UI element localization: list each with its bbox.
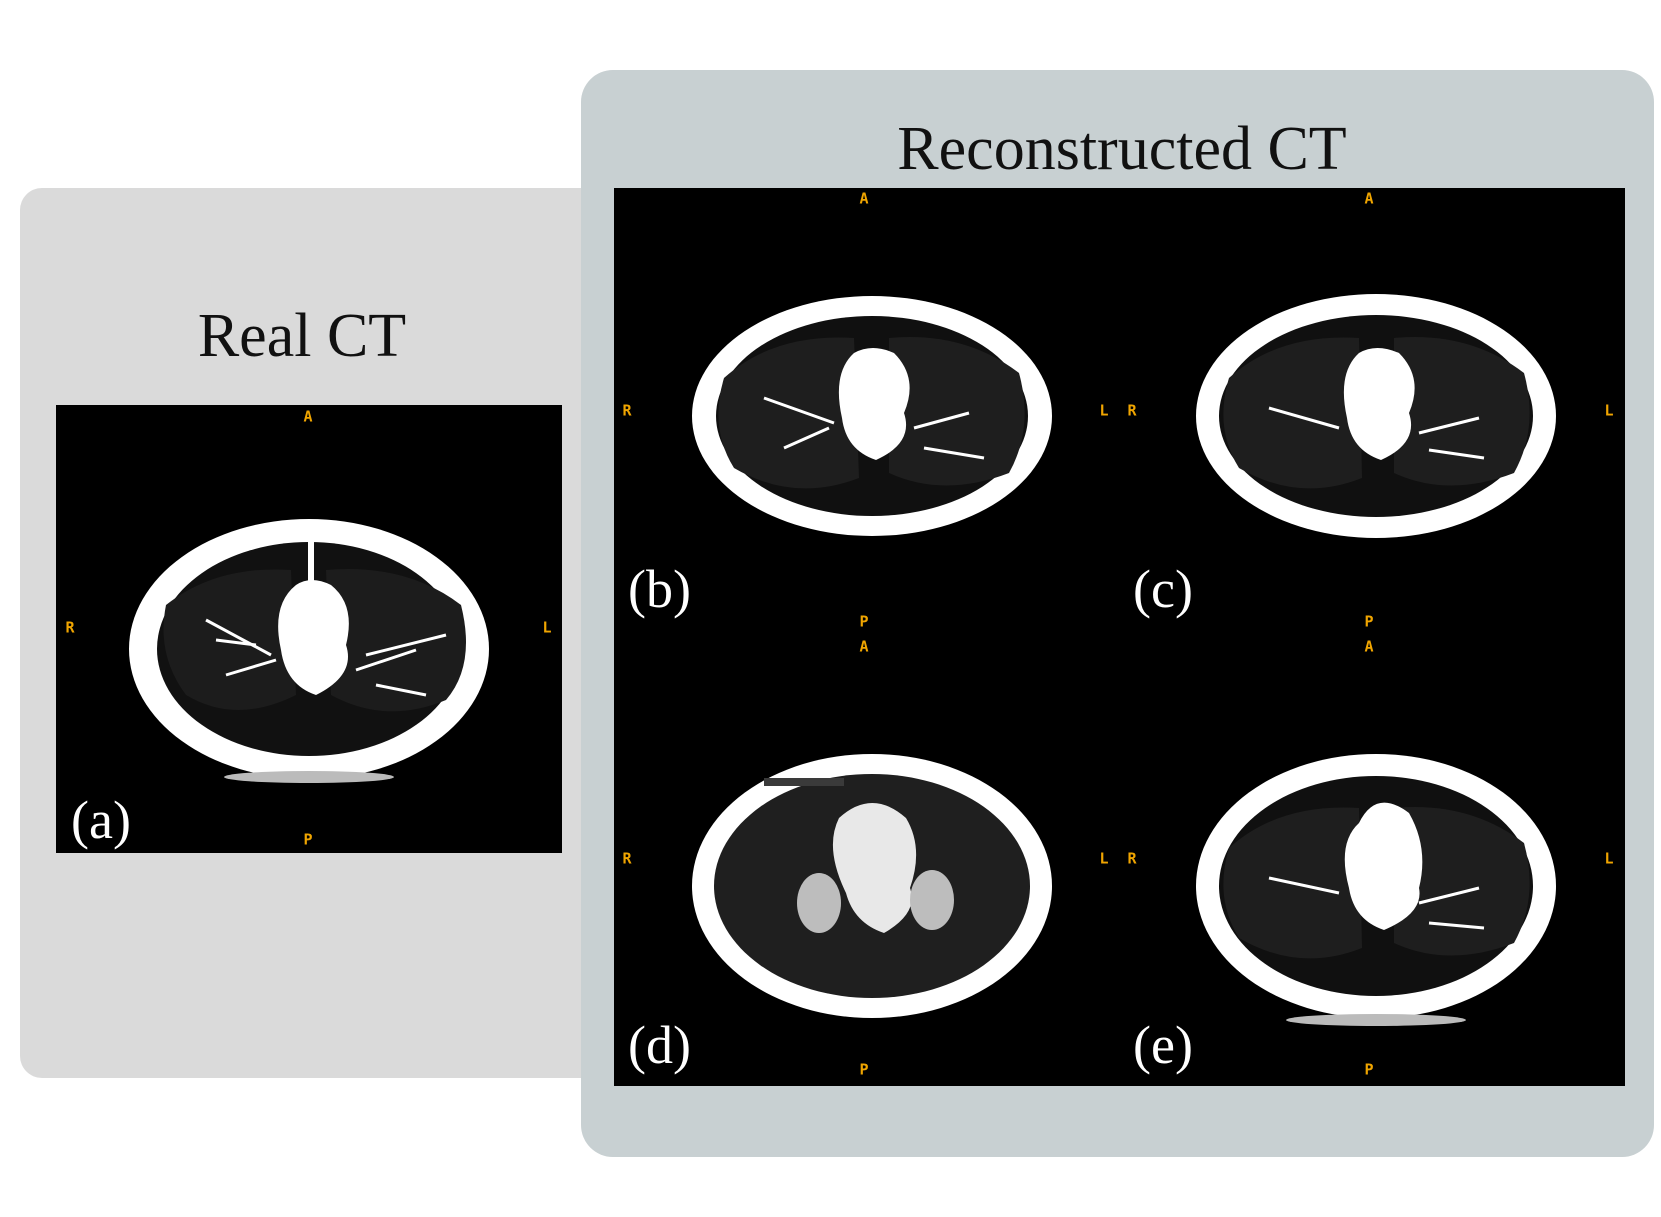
scan-a xyxy=(56,405,562,853)
orient-e-left: L xyxy=(1604,849,1614,868)
panel-label-e: (e) xyxy=(1133,1015,1193,1075)
real-ct-heading: Real CT xyxy=(197,302,407,370)
orient-c-posterior: P xyxy=(1364,612,1374,631)
panel-label-b: (b) xyxy=(628,559,691,619)
orient-e-right: R xyxy=(1127,849,1137,868)
orient-b-right: R xyxy=(622,401,632,420)
panel-label-d: (d) xyxy=(628,1015,691,1075)
orient-b-left: L xyxy=(1099,401,1109,420)
reconstructed-scan-image xyxy=(692,294,1556,1026)
reconstructed-ct-heading: Reconstructed CT xyxy=(897,115,1347,183)
orient-c-right: R xyxy=(1127,401,1137,420)
orient-a-posterior: P xyxy=(303,830,313,849)
orient-a-anterior: A xyxy=(303,407,313,426)
orient-d-posterior: P xyxy=(859,1060,869,1079)
orient-e-anterior: A xyxy=(1364,637,1374,656)
orient-e-posterior: P xyxy=(1364,1060,1374,1079)
orient-b-posterior: P xyxy=(859,612,869,631)
orient-b-anterior: A xyxy=(859,189,869,208)
orient-d-anterior: A xyxy=(859,637,869,656)
reconstructed-scan-grid xyxy=(614,188,1625,1086)
orient-a-right: R xyxy=(65,618,75,637)
panel-label-a: (a) xyxy=(71,790,131,850)
orient-c-left: L xyxy=(1604,401,1614,420)
panel-label-c: (c) xyxy=(1133,559,1193,619)
orient-d-left: L xyxy=(1099,849,1109,868)
orient-c-anterior: A xyxy=(1364,189,1374,208)
orient-a-left: L xyxy=(542,618,552,637)
scan-a-image xyxy=(129,519,489,783)
orient-d-right: R xyxy=(622,849,632,868)
